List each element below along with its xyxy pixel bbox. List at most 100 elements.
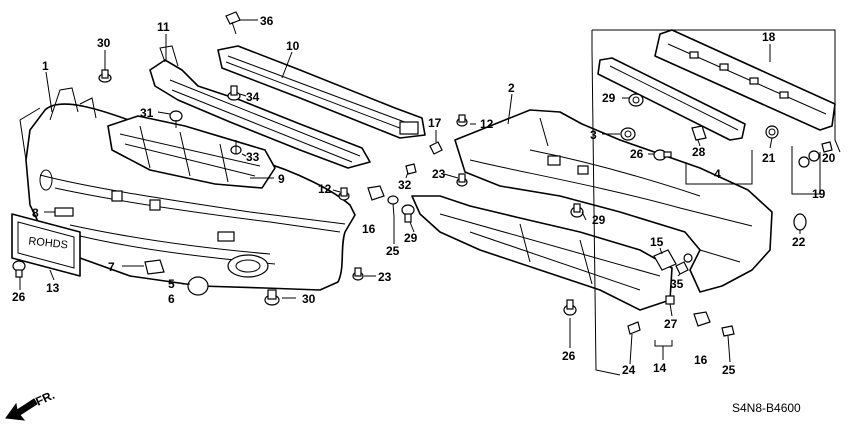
clip-30-top bbox=[98, 69, 112, 83]
callout-8: 8 bbox=[32, 206, 39, 220]
group-bracket-left bbox=[591, 30, 621, 376]
screw-25-right bbox=[721, 325, 735, 337]
leader-29a bbox=[581, 211, 587, 221]
direction-label: FR. bbox=[33, 388, 56, 409]
group-bracket-19 bbox=[791, 146, 821, 195]
clip-26-front bbox=[12, 260, 26, 278]
callout-30b: 30 bbox=[302, 292, 316, 306]
bracket-15 bbox=[653, 249, 693, 271]
leader-33 bbox=[241, 153, 247, 157]
leader-35 bbox=[677, 273, 681, 277]
screw-33 bbox=[230, 140, 242, 155]
callout-29a: 29 bbox=[592, 213, 606, 227]
diagram-code: S4N8-B4600 bbox=[732, 401, 801, 415]
callout-12b: 12 bbox=[318, 182, 332, 196]
group-bracket-18 bbox=[592, 29, 841, 153]
callout-27: 27 bbox=[664, 317, 678, 331]
leader-31 bbox=[157, 111, 171, 115]
part-5-6-foglight-holder bbox=[187, 276, 209, 296]
clip-16-left bbox=[367, 185, 385, 201]
front-direction-arrow: FR. bbox=[5, 388, 57, 421]
clip-3 bbox=[620, 127, 636, 141]
part-7-bracket bbox=[144, 259, 165, 275]
callout-34: 34 bbox=[246, 90, 260, 104]
callout-26b: 26 bbox=[562, 349, 576, 363]
leader-1 bbox=[45, 71, 53, 113]
leader-32 bbox=[405, 171, 409, 179]
leader-27 bbox=[669, 303, 673, 317]
clip-23-left bbox=[352, 267, 364, 281]
part-8-clip bbox=[54, 207, 74, 217]
clip-21 bbox=[765, 125, 779, 139]
callout-32: 32 bbox=[398, 178, 412, 192]
screw-25-left bbox=[387, 195, 399, 217]
clip-29-c bbox=[628, 93, 644, 107]
callout-19: 19 bbox=[812, 187, 826, 201]
callout-5: 5 bbox=[168, 277, 175, 291]
leader-2 bbox=[507, 93, 513, 125]
callout-9: 9 bbox=[278, 172, 285, 186]
leader-25b bbox=[727, 335, 731, 363]
clip-20 bbox=[821, 141, 833, 153]
screw-32 bbox=[405, 163, 417, 175]
front-absorber bbox=[149, 45, 371, 169]
leader-13 bbox=[49, 269, 55, 281]
callout-31: 31 bbox=[140, 106, 154, 120]
callout-23b: 23 bbox=[378, 270, 392, 284]
callout-18: 18 bbox=[762, 30, 776, 44]
callout-14: 14 bbox=[653, 361, 667, 375]
callout-25a: 25 bbox=[386, 244, 400, 258]
clip-28 bbox=[691, 125, 707, 141]
clip-26-bottom bbox=[563, 299, 577, 316]
callout-16b: 16 bbox=[694, 353, 708, 367]
leader-12b bbox=[332, 189, 341, 193]
leader-29b bbox=[409, 221, 415, 233]
callout-16a: 16 bbox=[362, 222, 376, 236]
clip-34 bbox=[227, 85, 241, 101]
plate-text: ROHDS bbox=[28, 235, 69, 251]
leader-34 bbox=[239, 93, 247, 97]
leader-28 bbox=[697, 139, 701, 147]
callout-3: 3 bbox=[590, 128, 597, 142]
callout-36: 36 bbox=[260, 14, 274, 28]
callout-2: 2 bbox=[508, 81, 515, 95]
leader-24 bbox=[629, 333, 633, 365]
callout-26c: 26 bbox=[630, 147, 644, 161]
callout-11: 11 bbox=[157, 20, 170, 34]
nut-19 bbox=[798, 150, 820, 168]
callout-7: 7 bbox=[108, 260, 115, 274]
callout-26a: 26 bbox=[12, 290, 26, 304]
callout-35: 35 bbox=[670, 277, 684, 291]
callout-29b: 29 bbox=[404, 231, 418, 245]
cap-22 bbox=[793, 213, 807, 231]
clip-16-right bbox=[693, 311, 711, 327]
callout-12a: 12 bbox=[480, 117, 494, 131]
callout-25b: 25 bbox=[722, 363, 736, 377]
callout-30a: 30 bbox=[97, 36, 111, 50]
rear-absorber bbox=[597, 57, 746, 141]
callout-17: 17 bbox=[428, 116, 442, 130]
callout-6: 6 bbox=[168, 292, 175, 306]
license-plate-base: ROHDS bbox=[11, 213, 81, 277]
clip-23-right bbox=[456, 173, 468, 187]
callout-13: 13 bbox=[46, 281, 60, 295]
clip-26-rear bbox=[653, 149, 672, 161]
callout-33: 33 bbox=[246, 150, 260, 164]
group-bracket-14 bbox=[654, 340, 673, 347]
clip-30-bottom bbox=[264, 289, 280, 306]
screw-24 bbox=[627, 321, 641, 335]
callout-22: 22 bbox=[792, 235, 806, 249]
callout-28: 28 bbox=[692, 145, 706, 159]
screw-17 bbox=[429, 141, 443, 155]
front-bumper-face bbox=[19, 87, 356, 291]
front-bumper-beam bbox=[217, 45, 426, 139]
leader-21 bbox=[769, 137, 773, 149]
group-bracket-4 bbox=[685, 150, 753, 185]
clip-27 bbox=[665, 295, 675, 305]
clip-12-right bbox=[456, 114, 468, 127]
clip-31 bbox=[169, 110, 183, 128]
callout-20: 20 bbox=[822, 151, 836, 165]
callout-1: 1 bbox=[42, 59, 49, 73]
clip-12-left bbox=[338, 187, 350, 201]
